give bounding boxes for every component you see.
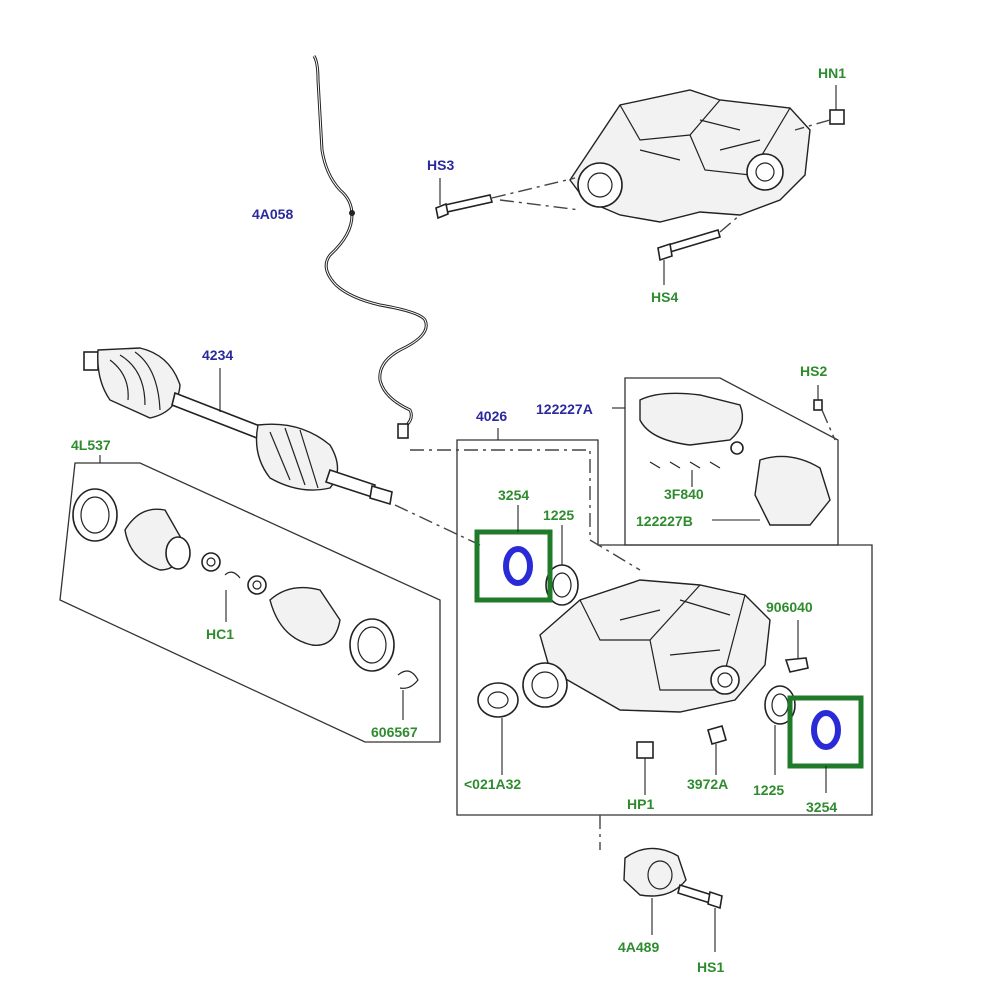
actuator-box (612, 377, 839, 546)
mount-4a489 (599, 815, 687, 935)
label-3f840: 3F840 (664, 486, 704, 502)
hp1-plug (636, 741, 654, 795)
hs4-bolt (657, 214, 741, 285)
rear-differential-top (569, 89, 811, 223)
hn1-nut (794, 85, 845, 131)
label-1225-top: 1225 (543, 507, 574, 523)
label-hn1: HN1 (818, 65, 846, 81)
rear-differential-main (522, 579, 771, 713)
main-assembly-box (410, 428, 873, 816)
cv-kit-box (59, 455, 441, 743)
label-4l537: 4L537 (71, 437, 111, 453)
clip-906040 (784, 620, 809, 673)
label-122227a: 122227A (536, 401, 593, 417)
label-906040: 906040 (766, 599, 813, 615)
hs1-bolt (677, 883, 723, 952)
label-hs4: HS4 (651, 289, 678, 305)
label-1225-bottom: 1225 (753, 782, 784, 798)
seal-1225-top (545, 525, 579, 606)
label-hs2: HS2 (800, 363, 827, 379)
highlight-3254-top (474, 505, 553, 603)
label-3254-bottom: 3254 (806, 799, 837, 815)
label-4a058: 4A058 (252, 206, 293, 222)
label-606567: 606567 (371, 724, 418, 740)
label-hs3: HS3 (427, 157, 454, 173)
label-122227b: 122227B (636, 513, 693, 529)
label-4234: 4234 (202, 347, 233, 363)
breather-3972a (707, 725, 727, 775)
label-3254-top: 3254 (498, 487, 529, 503)
drive-shaft (83, 347, 481, 546)
vent-tube (312, 55, 428, 439)
label-hs1: HS1 (697, 959, 724, 975)
label-hp1: HP1 (627, 796, 654, 812)
highlight-3254-bottom (787, 695, 864, 793)
seal-021a32 (477, 682, 519, 775)
label-4026: 4026 (476, 408, 507, 424)
label-4a489: 4A489 (618, 939, 659, 955)
label-021a32: <021A32 (464, 776, 521, 792)
labels: HN1 HS3 4A058 HS4 4234 HS2 122227A 4026 … (71, 65, 846, 975)
hs3-bolt (435, 177, 581, 220)
label-hc1: HC1 (206, 626, 234, 642)
label-3972a: 3972A (687, 776, 728, 792)
